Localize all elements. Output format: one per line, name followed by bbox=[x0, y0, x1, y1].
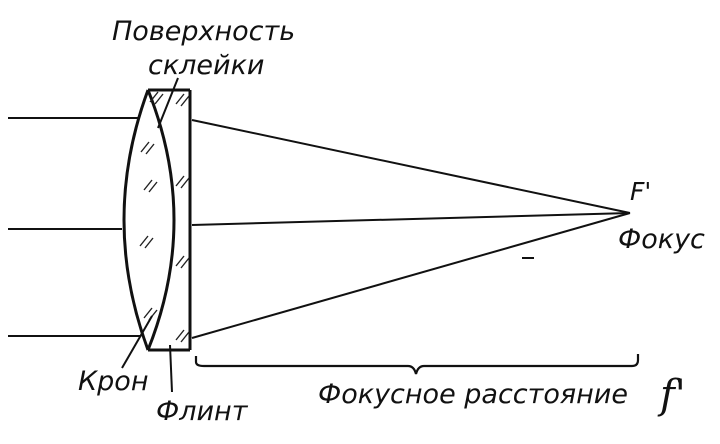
converging-ray-top bbox=[191, 119, 631, 214]
focal-length-brace bbox=[194, 354, 640, 375]
crown-leader bbox=[121, 315, 153, 369]
cement-surface-leader bbox=[157, 77, 179, 129]
cement-surface-label-line1: Поверхность bbox=[112, 16, 295, 47]
flint-lens-element bbox=[148, 88, 192, 352]
focal-length-symbol-label: f' bbox=[657, 372, 686, 418]
converging-ray-bottom bbox=[191, 212, 631, 339]
axis-ray bbox=[191, 212, 631, 226]
focus-symbol-label: F' bbox=[630, 177, 651, 206]
flint-leader bbox=[169, 344, 173, 393]
lens-hatching bbox=[139, 91, 190, 343]
crown-label: Крон bbox=[78, 366, 148, 397]
focus-word-label: Фокус bbox=[618, 224, 705, 255]
cement-surface-label-line2: склейки bbox=[148, 50, 264, 81]
focal-length-label: Фокусное расстояние bbox=[318, 379, 628, 410]
flint-label: Флинт bbox=[156, 396, 249, 427]
